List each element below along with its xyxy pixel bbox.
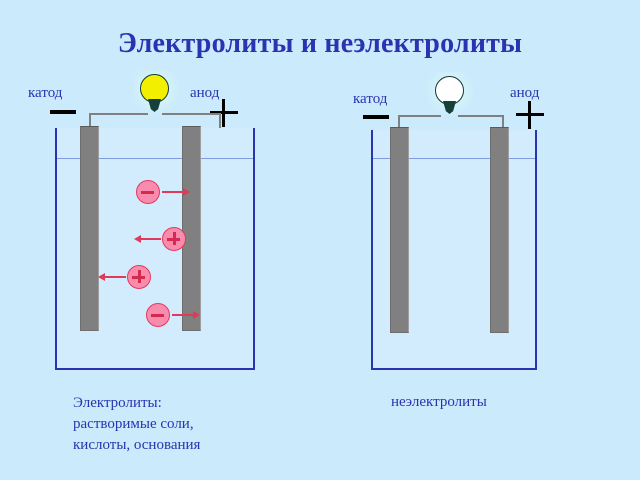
lamp-left [132,70,178,120]
page-title: Электролиты и неэлектролиты [117,28,523,59]
lamp-right [427,72,473,122]
lamp-globe-right [435,76,464,105]
anode-label-right: анод [510,85,540,101]
wire-anode-vertical-left [219,113,221,129]
lamp-base-left [148,99,161,112]
ion-arrow-anion-2 [172,311,200,319]
electrode-anode-right [490,127,509,333]
ion-arrow-cation-1 [134,235,161,243]
cathode-minus-sign-left [50,110,76,114]
experiment-nonelectrolyte: катод анод неэлектролиты [330,0,630,480]
caption-line-electrolyte-3: кислоты, основания [73,437,201,453]
ion-anion-1 [136,180,160,204]
caption-line-electrolyte-1: Электролиты: [73,395,162,411]
ion-arrow-cation-2 [98,273,126,281]
ion-arrow-anion-1 [162,188,190,196]
cathode-label-left: катод [28,85,63,101]
ion-cation-2 [127,265,151,289]
ion-anion-2 [146,303,170,327]
wire-top-right-segment [162,113,221,115]
liquid-level-line-right [373,158,535,159]
electrode-cathode-right [390,127,409,333]
wire-top-left-segment-right [398,115,441,117]
wire-cathode-vertical-right [398,115,400,131]
lamp-base-right [443,101,456,114]
lamp-globe-left [140,74,169,103]
wire-top-right-segment-right [458,115,504,117]
liquid-level-line-left [57,158,253,159]
experiment-electrolyte: катод анод Электролиты: [10,0,310,480]
cathode-label-right: катод [353,91,388,107]
electrode-anode-left [182,126,201,331]
anode-label-left: анод [190,85,220,101]
cathode-minus-sign-right [363,115,389,119]
ion-cation-1 [162,227,186,251]
caption-line-nonelectrolyte-1: неэлектролиты [391,394,487,410]
caption-line-electrolyte-2: растворимые соли, [73,416,194,432]
wire-top-left-segment [89,113,148,115]
wire-anode-vertical-right [502,115,504,131]
wire-cathode-vertical-left [89,113,91,129]
anode-plus-sign-left [210,99,238,127]
electrode-cathode-left [80,126,99,331]
anode-plus-sign-right [516,101,544,129]
